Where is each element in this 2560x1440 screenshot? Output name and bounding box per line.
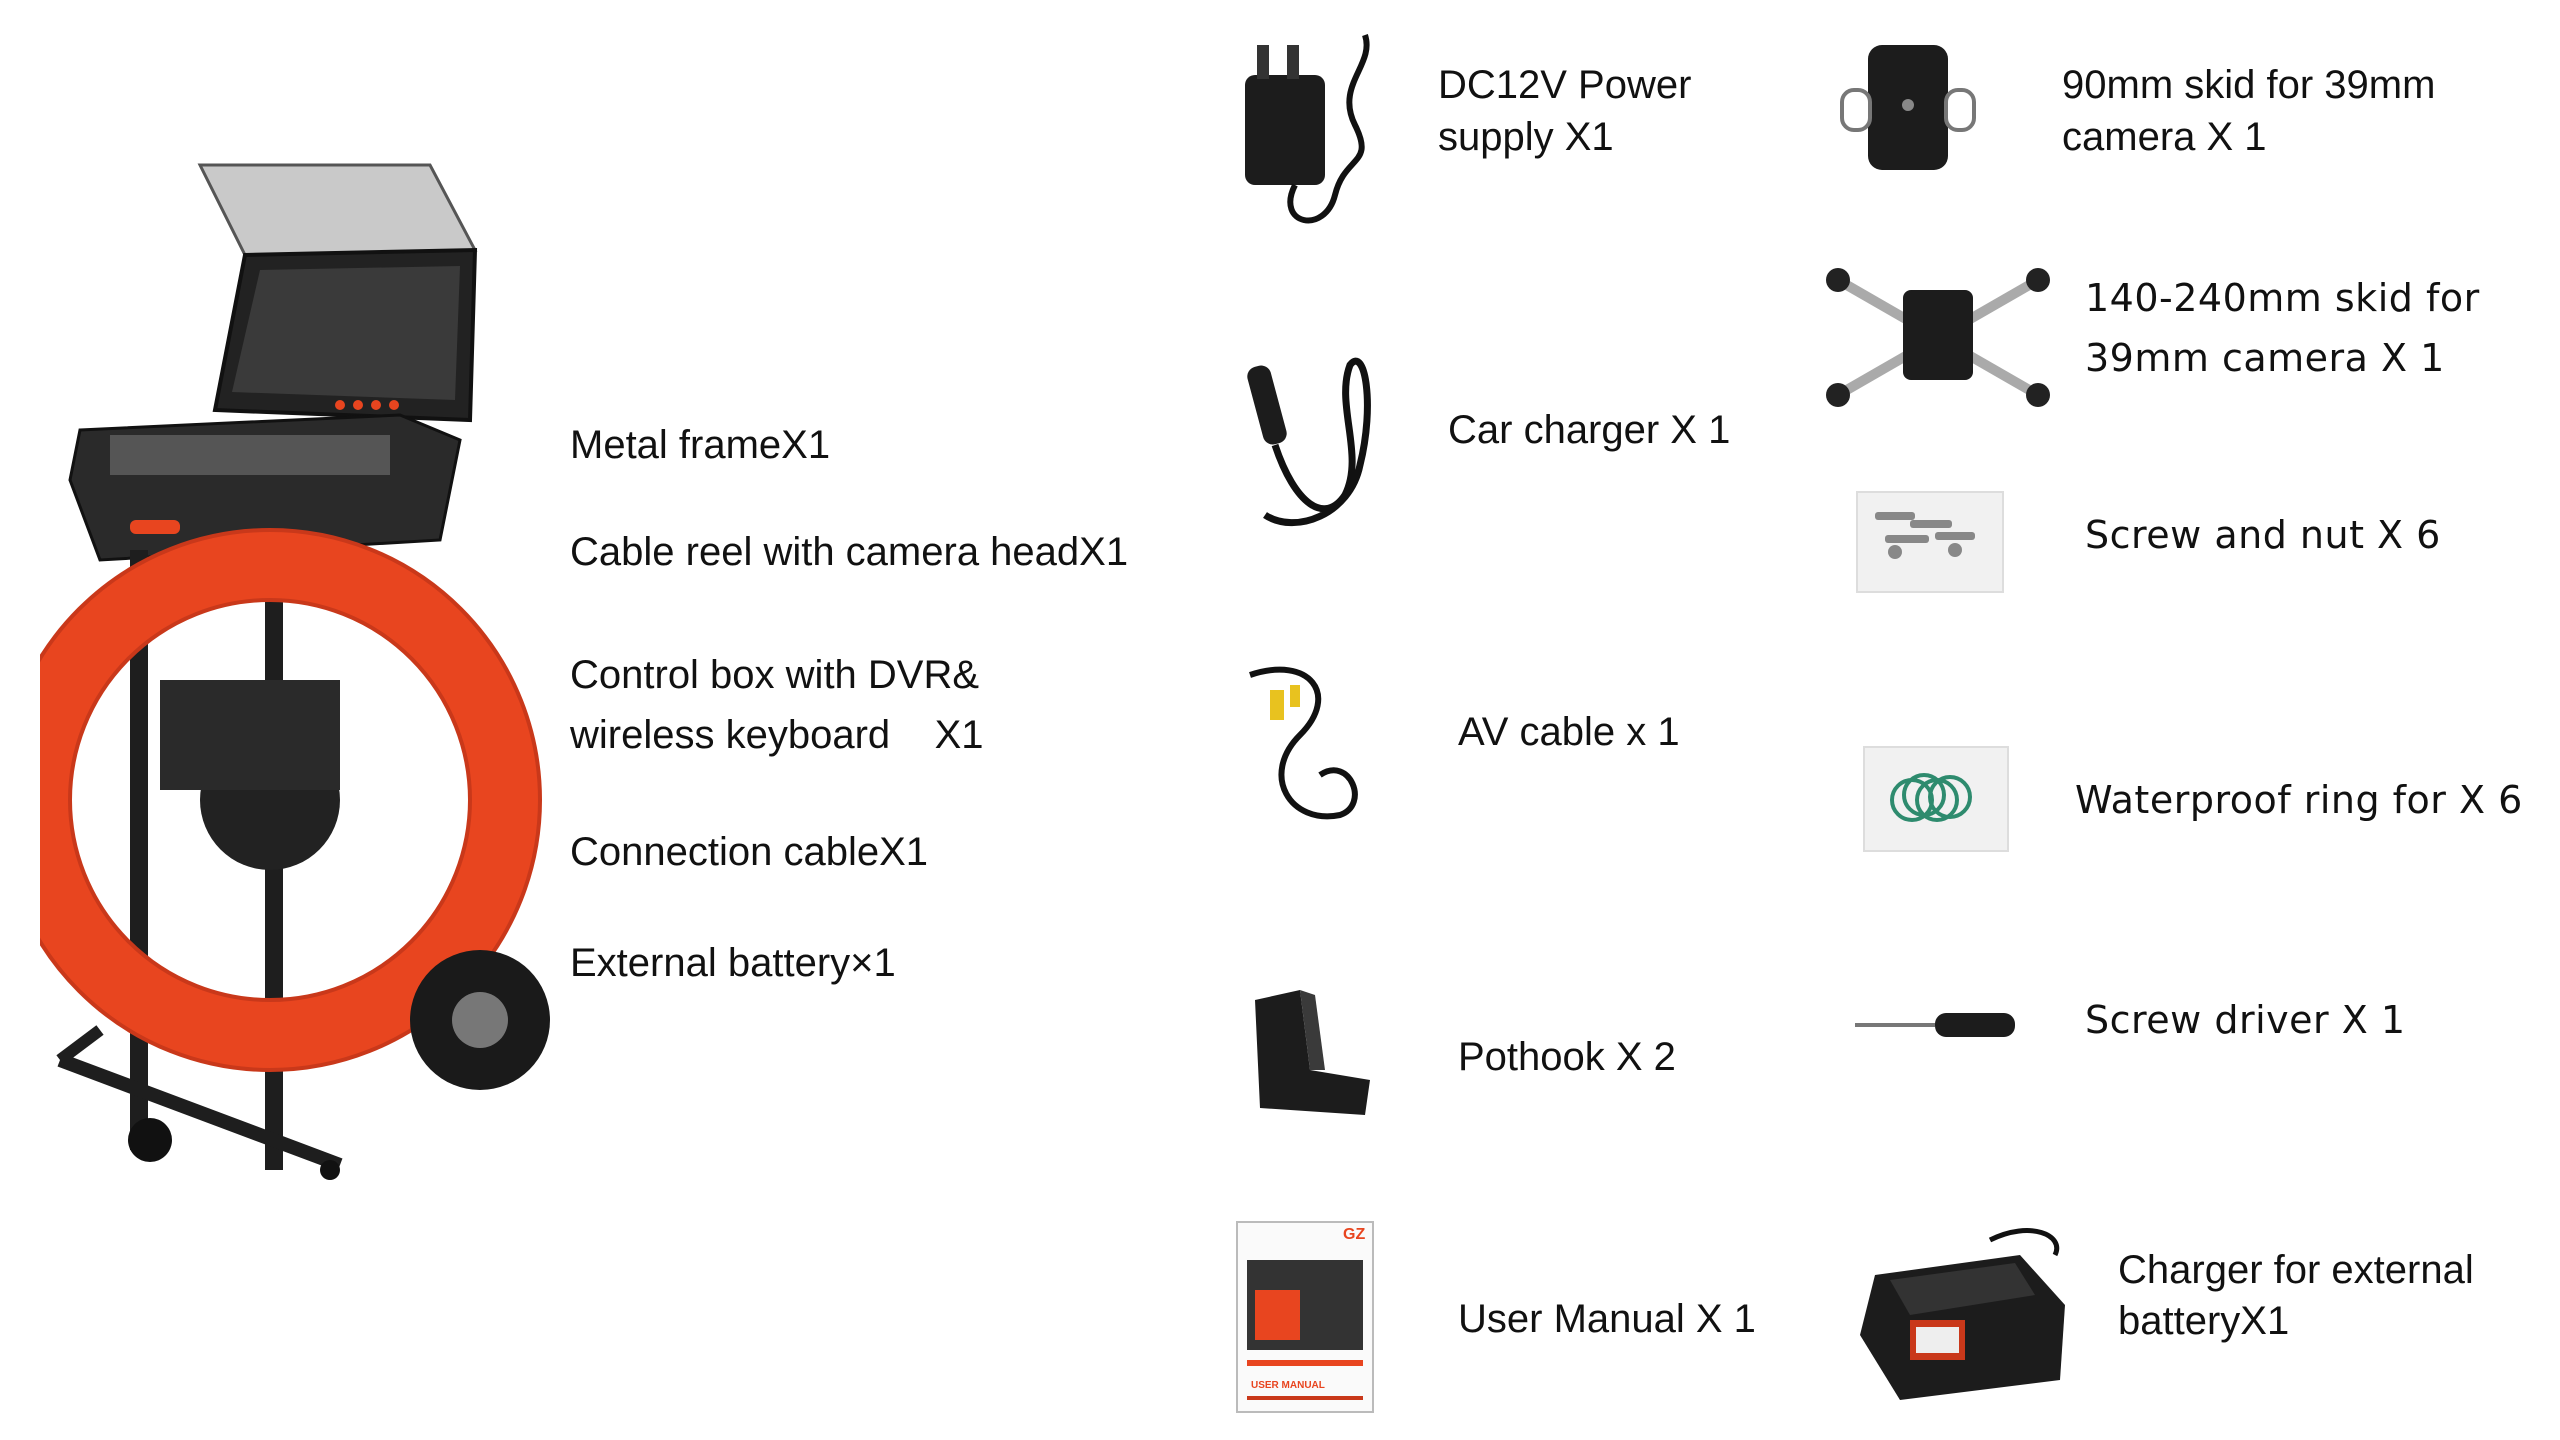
car-charger-image [1235,345,1385,545]
screwdriver-image [1850,1005,2020,1045]
pothook-image [1240,990,1380,1120]
power-supply-label-line2: supply X1 [1438,115,1614,159]
main-item-connection-cable: Connection cableX1 [570,830,929,874]
waterproof-ring-bag-image [1862,745,2010,853]
user-manual-label: User Manual X 1 [1458,1297,1756,1341]
battery-charger-label-line2: batteryX1 [2118,1299,2290,1343]
power-supply-label-line1: DC12V Power [1438,63,1692,107]
skid-90mm-image [1838,35,1978,175]
skid-90mm-label-line2: camera X 1 [2062,115,2267,159]
manual-brand-text: GZ [1343,1226,1366,1243]
battery-charger-label-line1: Charger for external [2118,1248,2474,1292]
main-item-external-battery: External battery×1 [570,941,896,985]
waterproof-ring-label: Waterproof ring for X 6 [2075,778,2523,822]
battery-charger-image [1850,1215,2080,1405]
skid-90mm-label-line1: 90mm skid for 39mm [2062,63,2436,107]
screwdriver-label: Screw driver X 1 [2085,998,2406,1042]
skid-140-240mm-label-line1: 140-240mm skid for [2085,276,2480,320]
car-charger-label: Car charger X 1 [1448,408,1731,452]
screw-nut-bag-image [1855,490,2005,595]
av-cable-label: AV cable x 1 [1458,710,1680,754]
screw-nut-label: Screw and nut X 6 [2085,513,2441,557]
skid-140-240mm-image [1818,260,2058,410]
main-item-control-box-line2: wireless keyboard X1 [570,713,984,757]
manual-footer-text: USER MANUAL [1251,1380,1325,1391]
power-adapter-image [1235,25,1385,235]
main-item-control-box-line1: Control box with DVR& [570,653,980,697]
main-item-cable-reel: Cable reel with camera headX1 [570,530,1129,574]
main-item-metal-frame: Metal frameX1 [570,423,831,467]
user-manual-image: GZ USER MANUAL [1235,1220,1375,1415]
pipe-inspection-camera-reel-image [40,160,560,1180]
pothook-label: Pothook X 2 [1458,1035,1676,1079]
av-cable-image [1230,655,1380,840]
skid-140-240mm-label-line2: 39mm camera X 1 [2085,336,2445,380]
